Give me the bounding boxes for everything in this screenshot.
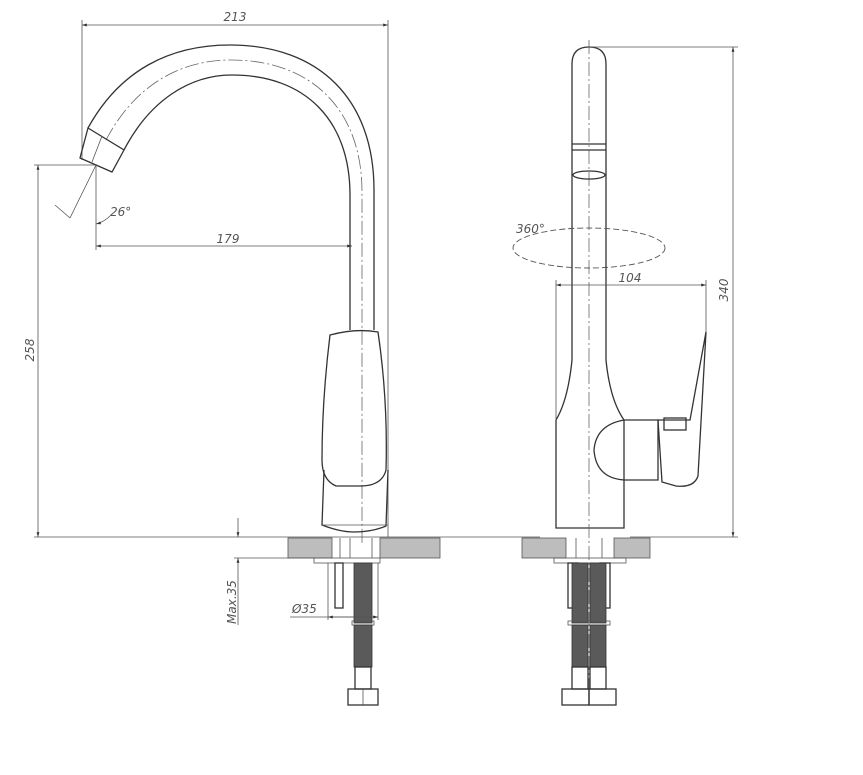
dimension-label: 179 bbox=[217, 232, 240, 246]
mounting-hardware bbox=[334, 562, 379, 706]
dimension-26-degrees: 26° bbox=[54, 164, 131, 250]
faucet-body bbox=[321, 329, 389, 533]
rotation-360: 360° bbox=[512, 222, 666, 269]
dimension-label: 26° bbox=[110, 205, 131, 219]
hose bbox=[353, 562, 373, 624]
dimension-max-35: Max.35 bbox=[225, 518, 314, 625]
lever-handle-front bbox=[657, 331, 707, 487]
dimension-258: 258 bbox=[23, 164, 540, 538]
lever-handle bbox=[321, 329, 387, 487]
valve-boss bbox=[593, 419, 625, 481]
front-view: 360° 104 340 bbox=[512, 40, 738, 706]
dimension-label: 340 bbox=[717, 278, 731, 301]
dimension-label: 104 bbox=[619, 271, 642, 285]
countertop-front bbox=[521, 537, 651, 564]
dimension-179: 179 bbox=[96, 232, 352, 248]
dimension-label: 360° bbox=[516, 222, 545, 236]
dimension-label: Max.35 bbox=[225, 580, 239, 624]
side-view: 213 26° 179 258 bbox=[23, 10, 540, 706]
dimension-label: Ø35 bbox=[291, 602, 317, 616]
countertop bbox=[287, 537, 441, 564]
faucet-body-front bbox=[555, 40, 707, 700]
spout bbox=[79, 44, 375, 545]
dimension-213: 213 bbox=[81, 10, 389, 537]
stud bbox=[334, 562, 344, 609]
mounting-hardware-front bbox=[561, 562, 617, 706]
dimension-104: 104 bbox=[555, 271, 707, 420]
dimension-340: 340 bbox=[589, 46, 738, 538]
dimension-diameter-35: Ø35 bbox=[290, 563, 379, 620]
dimension-label: 213 bbox=[224, 10, 247, 24]
dimension-label: 258 bbox=[23, 338, 37, 361]
